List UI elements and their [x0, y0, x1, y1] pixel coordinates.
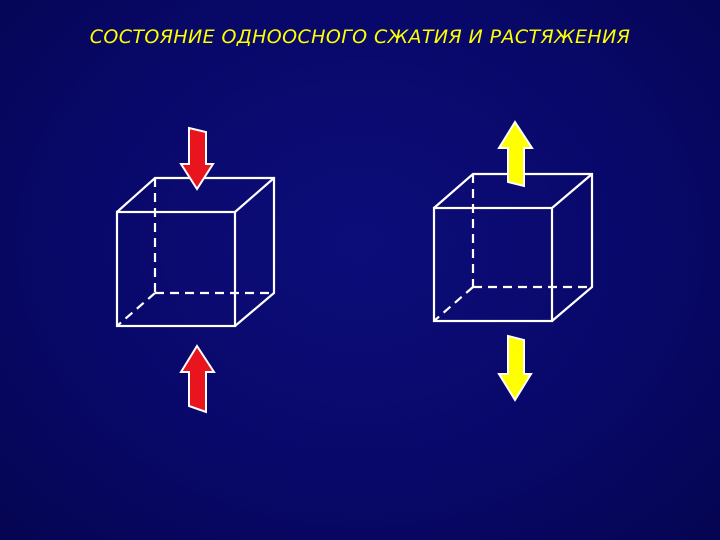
compression-arrow-bottom — [179, 344, 216, 414]
cube-front-face — [115, 210, 237, 328]
compression-arrow-top — [179, 126, 215, 191]
cube-top-front-diagonal — [234, 177, 275, 213]
cube-front-face — [432, 206, 554, 323]
tension-cube — [432, 172, 594, 323]
tension-arrow-top — [497, 120, 534, 188]
slide-title: СОСТОЯНИЕ ОДНООСНОГО СЖАТИЯ И РАСТЯЖЕНИЯ — [89, 26, 631, 48]
tension-arrow-bottom — [497, 334, 533, 402]
cube-top-front-diagonal — [551, 173, 593, 209]
cube-hidden-edges — [116, 178, 274, 327]
compression-cube — [115, 176, 276, 328]
cube-hidden-edges — [433, 174, 592, 322]
cube-top-right-edges — [116, 176, 276, 327]
